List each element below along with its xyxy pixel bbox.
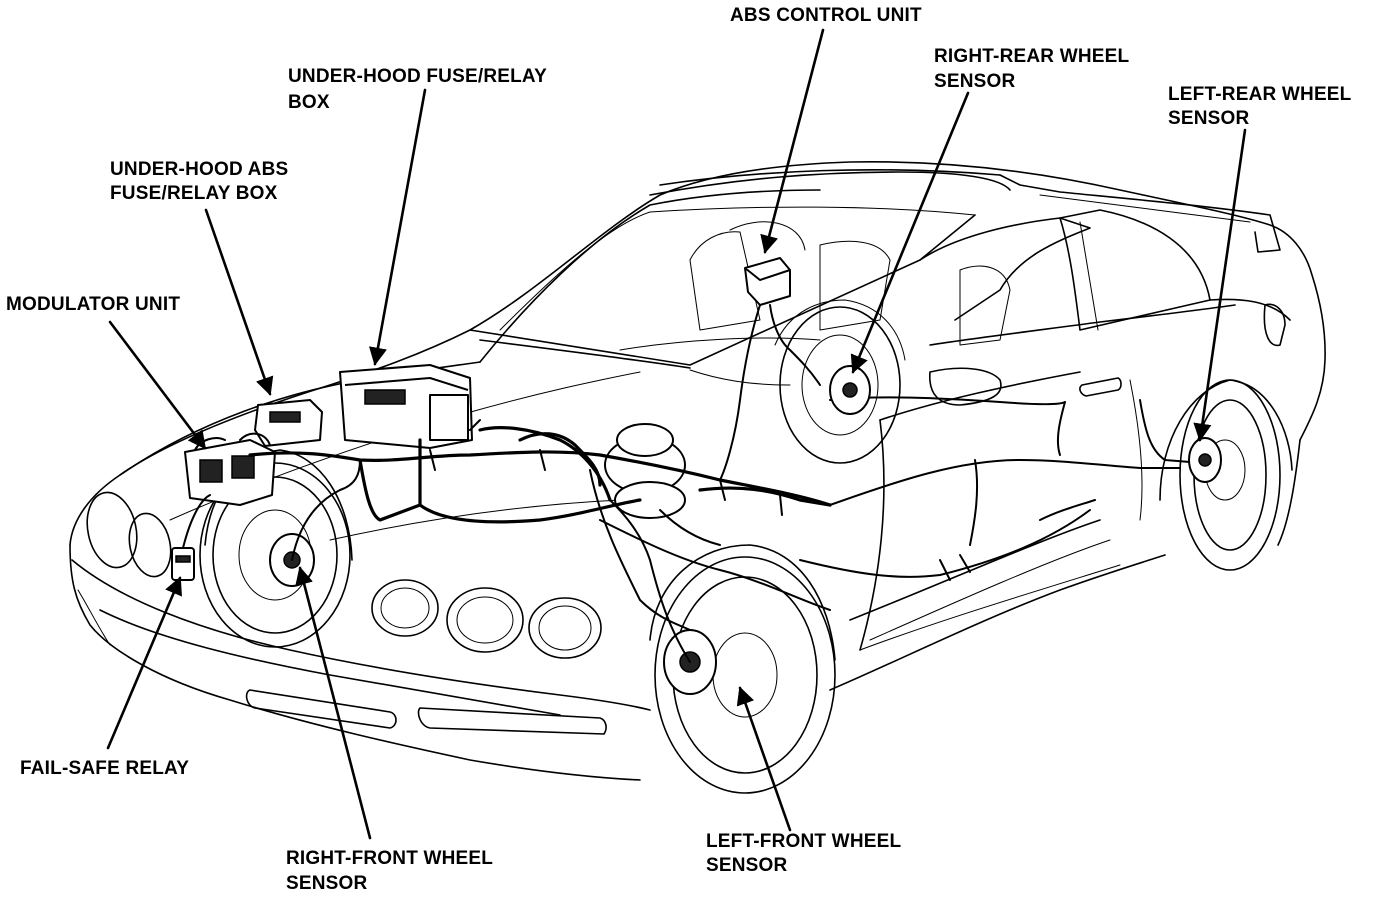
label-right-front-wheel-sensor: RIGHT-FRONT WHEEL	[286, 848, 493, 869]
label-abs-control-unit: ABS CONTROL UNIT	[730, 5, 922, 26]
label-left-rear-wheel-sensor-line2: SENSOR	[1168, 108, 1250, 129]
label-right-rear-wheel-sensor-line2: SENSOR	[934, 71, 1016, 92]
label-left-rear-wheel-sensor: LEFT-REAR WHEEL	[1168, 84, 1352, 105]
label-left-front-wheel-sensor: LEFT-FRONT WHEEL	[706, 831, 901, 852]
label-left-front-wheel-sensor-line2: SENSOR	[706, 855, 788, 876]
leader-right-rear-wheel-sensor	[850, 91, 970, 374]
car-illustration	[69, 160, 1326, 794]
modulator-unit-shape	[184, 439, 276, 506]
leader-under-hood-abs-fuse-relay-box	[204, 208, 274, 396]
label-modulator-unit: MODULATOR UNIT	[6, 294, 180, 315]
label-fail-safe-relay: FAIL-SAFE RELAY	[20, 758, 189, 779]
label-under-hood-fuse-relay-box-line2: BOX	[288, 92, 330, 113]
label-under-hood-fuse-relay-box: UNDER-HOOD FUSE/RELAY	[288, 66, 547, 87]
leader-modulator-unit	[108, 320, 207, 450]
leader-under-hood-fuse-relay-box	[368, 88, 427, 366]
leader-right-front-wheel-sensor	[295, 566, 372, 840]
under-hood-abs-fuse-relay-box-shape	[254, 399, 323, 447]
fail-safe-relay-shape	[171, 547, 195, 581]
abs-control-unit-shape	[744, 257, 791, 306]
label-right-front-wheel-sensor-line2: SENSOR	[286, 873, 368, 894]
abs-components	[171, 257, 1222, 695]
label-under-hood-abs-fuse-relay-box: UNDER-HOOD ABS	[110, 159, 288, 180]
label-under-hood-abs-fuse-relay-box-line2: FUSE/RELAY BOX	[110, 183, 278, 204]
leader-abs-control-unit	[760, 28, 825, 254]
label-right-rear-wheel-sensor: RIGHT-REAR WHEEL	[934, 46, 1130, 67]
leader-left-rear-wheel-sensor	[1193, 128, 1247, 442]
leader-left-front-wheel-sensor	[736, 686, 792, 832]
component-labels: ABS CONTROL UNIT RIGHT-REAR WHEEL SENSOR…	[6, 5, 1352, 894]
leader-fail-safe-relay	[106, 576, 182, 750]
leader-lines	[106, 28, 1247, 840]
